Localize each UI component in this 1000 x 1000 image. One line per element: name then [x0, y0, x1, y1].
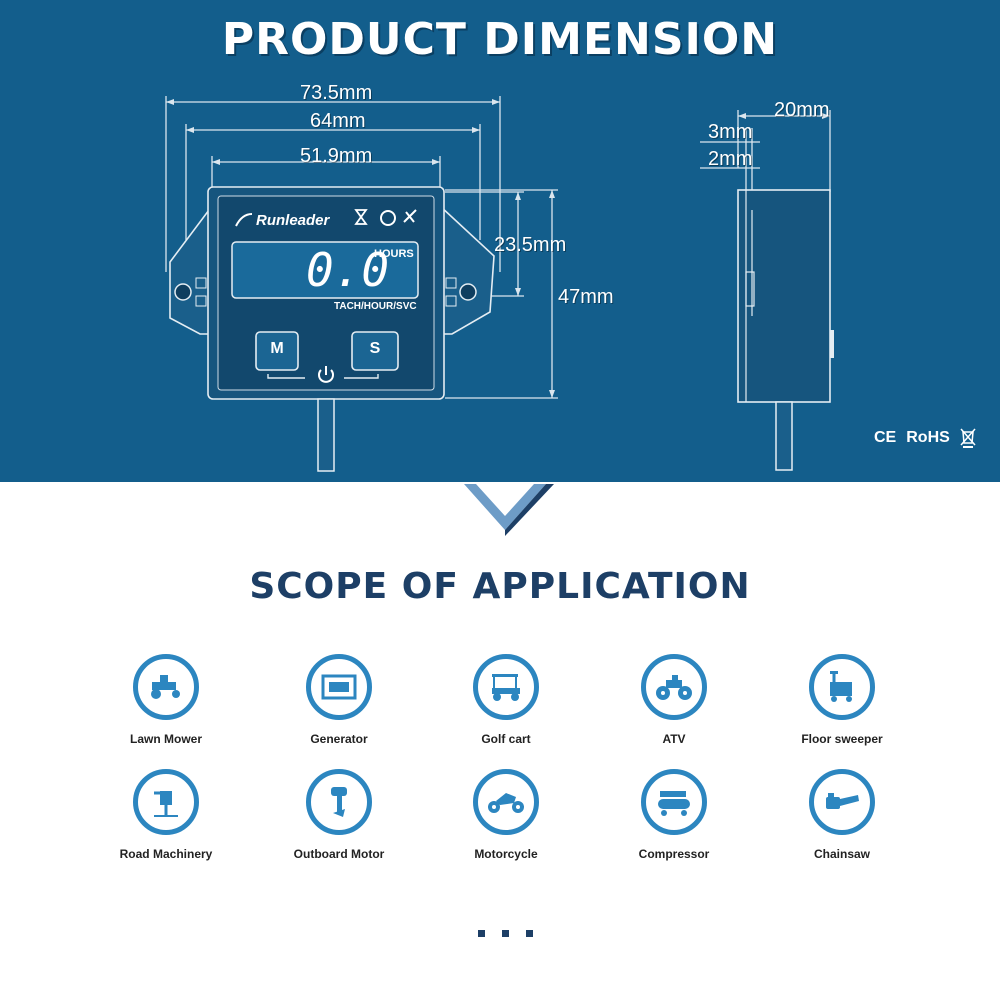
lcd-value: 0.0	[306, 243, 390, 297]
weee-bin-icon	[960, 428, 976, 448]
app-label: Golf cart	[481, 732, 531, 746]
lcd-unit-label: HOURS	[374, 248, 414, 260]
chainsaw-icon	[809, 769, 875, 835]
brand-logo: Runleader	[256, 212, 330, 229]
rohs-mark: RoHS	[906, 429, 950, 446]
dot	[478, 930, 485, 937]
dim-width-outer: 73.5mm	[300, 82, 373, 104]
chevron-down-icon	[464, 484, 554, 536]
app-label: Floor sweeper	[801, 732, 883, 746]
dim-display-height: 23.5mm	[494, 234, 567, 256]
dim-width-inner: 51.9mm	[300, 145, 373, 167]
app-label: Chainsaw	[813, 847, 870, 861]
app-label: Lawn Mower	[129, 732, 202, 746]
floor-sweeper-icon	[809, 654, 875, 720]
dimension-diagram	[165, 96, 834, 472]
mode-label: TACH/HOUR/SVC	[334, 301, 417, 312]
app-label: Generator	[310, 732, 368, 746]
certification-marks: CE RoHS	[874, 428, 976, 448]
s-button[interactable]: S	[369, 340, 381, 357]
dim-flange-bottom: 2mm	[708, 148, 753, 170]
app-label: Outboard Motor	[293, 847, 385, 861]
compressor-icon	[641, 769, 707, 835]
atv-icon	[641, 654, 707, 720]
dim-depth: 20mm	[774, 99, 830, 121]
generator-icon	[306, 654, 372, 720]
dim-width-mid: 64mm	[310, 110, 366, 132]
dim-body-height: 47mm	[558, 286, 614, 308]
app-label: Motorcycle	[474, 847, 538, 861]
motorcycle-icon	[473, 769, 539, 835]
dot	[526, 930, 533, 937]
app-label: Compressor	[638, 847, 710, 861]
outboard-motor-icon	[306, 769, 372, 835]
golf-cart-icon	[473, 654, 539, 720]
app-label: ATV	[662, 732, 686, 746]
m-button[interactable]: M	[270, 340, 284, 357]
dim-flange-top: 3mm	[708, 121, 753, 143]
lawn-mower-icon	[133, 654, 199, 720]
scope-of-application-title: SCOPE OF APPLICATION	[249, 566, 751, 607]
road-machinery-icon	[133, 769, 199, 835]
app-label: Road Machinery	[119, 847, 213, 861]
product-dimension-title: PRODUCT DIMENSION	[221, 14, 779, 65]
dot	[502, 930, 509, 937]
ce-mark: CE	[874, 429, 897, 446]
pagination-dots	[478, 930, 533, 937]
